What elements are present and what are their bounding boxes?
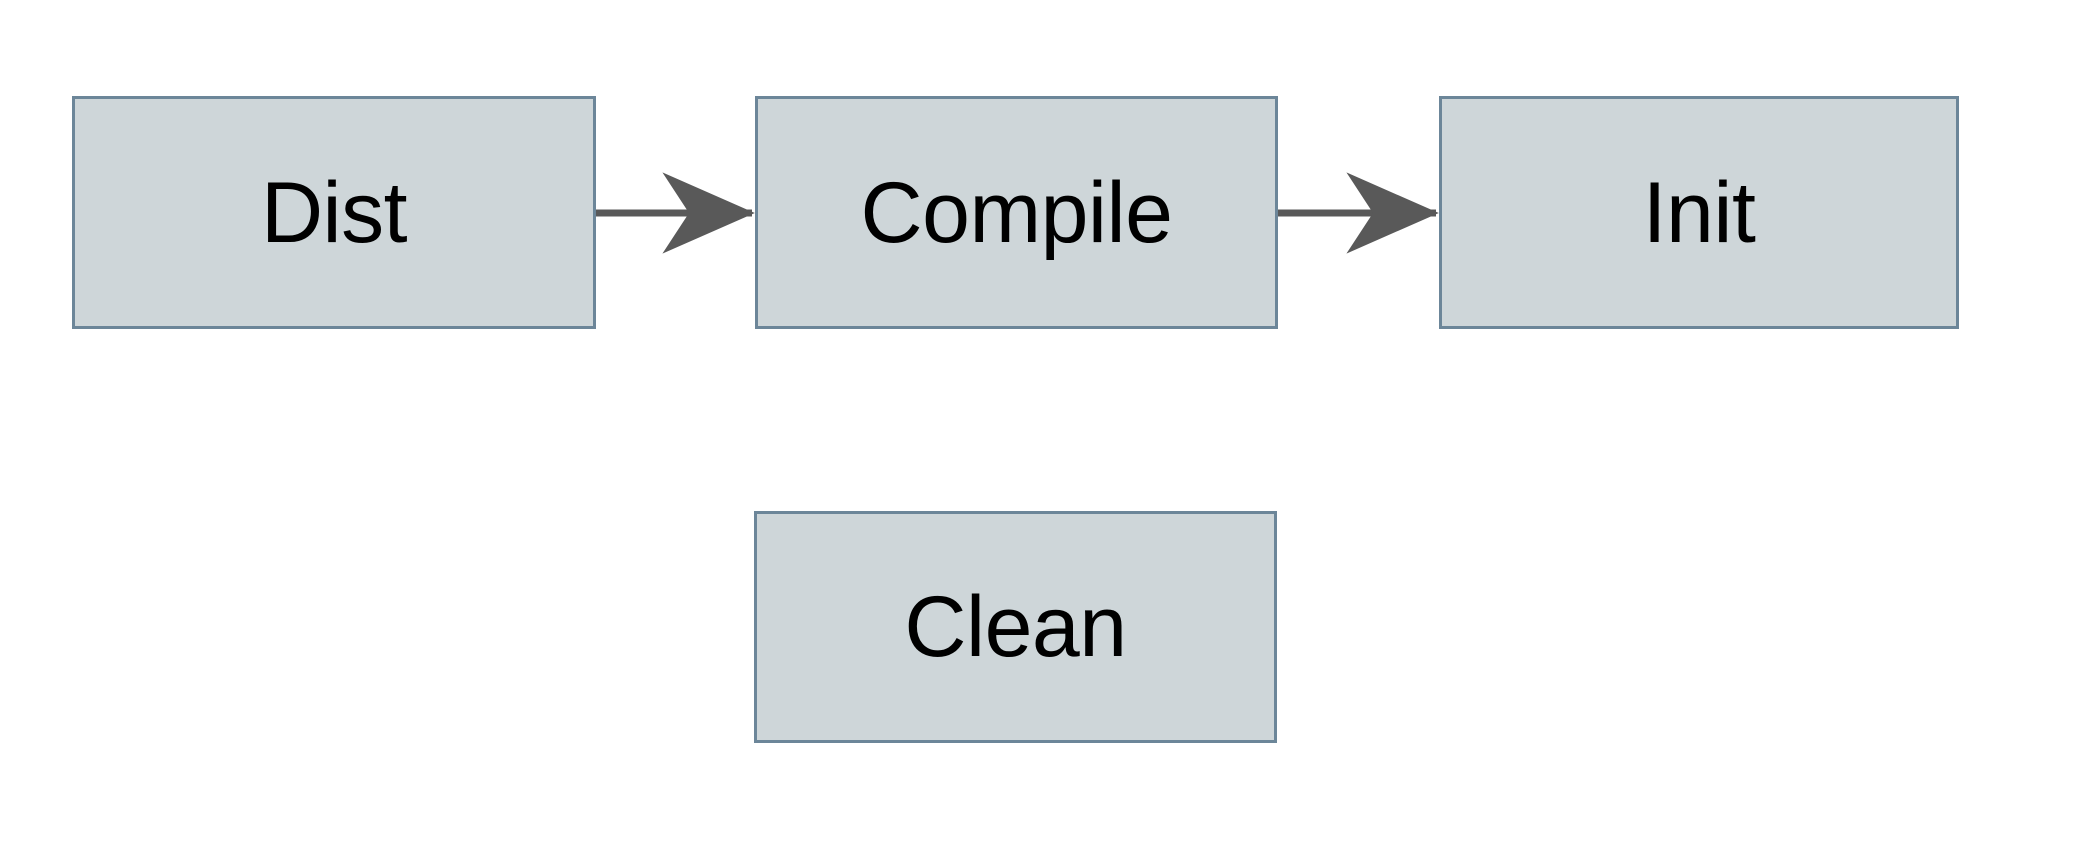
node-dist-label: Dist	[260, 164, 408, 261]
node-compile[interactable]: Compile	[755, 96, 1278, 329]
node-clean[interactable]: Clean	[754, 511, 1277, 743]
node-init-label: Init	[1642, 164, 1756, 261]
node-compile-label: Compile	[860, 164, 1173, 261]
node-init[interactable]: Init	[1439, 96, 1959, 329]
node-dist[interactable]: Dist	[72, 96, 596, 329]
node-clean-label: Clean	[904, 579, 1127, 675]
